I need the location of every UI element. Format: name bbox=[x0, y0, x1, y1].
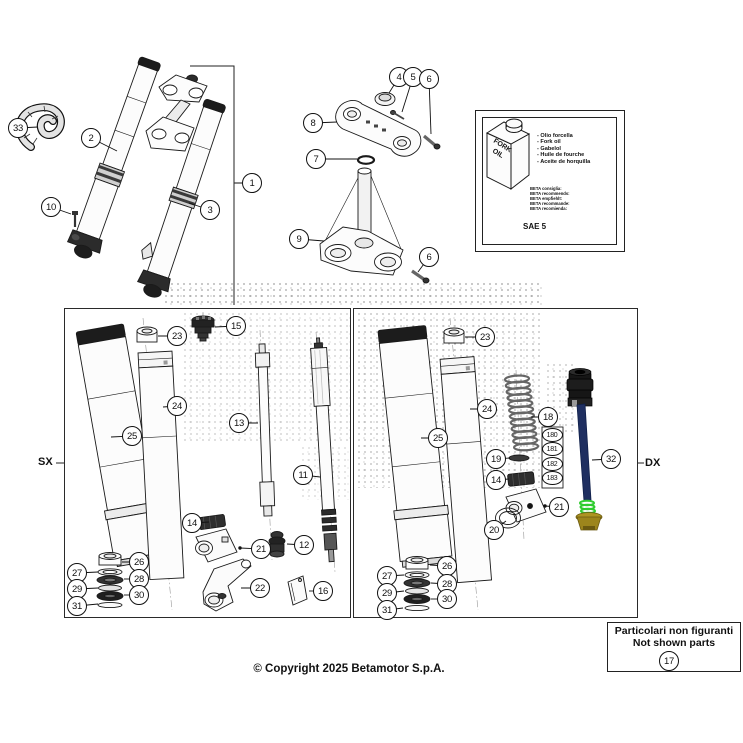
left-side-label: SX bbox=[38, 456, 53, 468]
callout-25[interactable]: 25 bbox=[122, 426, 142, 446]
callout-14[interactable]: 14 bbox=[486, 470, 506, 490]
oil-spec-box-inner bbox=[482, 117, 617, 245]
callout-23[interactable]: 23 bbox=[475, 327, 495, 347]
callout-24[interactable]: 24 bbox=[477, 399, 497, 419]
callout-10[interactable]: 10 bbox=[41, 197, 61, 217]
right-leg-box bbox=[353, 308, 638, 618]
callout-16[interactable]: 16 bbox=[313, 581, 333, 601]
callout-7[interactable]: 7 bbox=[306, 149, 326, 169]
callout-31[interactable]: 31 bbox=[377, 600, 397, 620]
oil-name: - Aceite de horquilla bbox=[537, 158, 591, 165]
callout-12[interactable]: 12 bbox=[294, 535, 314, 555]
beta-recommendation: BETA recomienda: bbox=[530, 205, 567, 211]
beta-recommendation: BETA consiglia: bbox=[530, 186, 562, 191]
callout-13[interactable]: 13 bbox=[229, 413, 249, 433]
callout-19[interactable]: 19 bbox=[486, 449, 506, 469]
callout-9[interactable]: 9 bbox=[289, 229, 309, 249]
callout-30[interactable]: 30 bbox=[129, 585, 149, 605]
callout-15[interactable]: 15 bbox=[226, 316, 246, 336]
callout-180[interactable]: 180 bbox=[541, 428, 563, 442]
callout-18[interactable]: 18 bbox=[538, 407, 558, 427]
callout-30[interactable]: 30 bbox=[437, 589, 457, 609]
callout-1[interactable]: 1 bbox=[242, 173, 262, 193]
not-shown-parts-box: Particolari non figuranti Not shown part… bbox=[607, 622, 741, 672]
callout-31[interactable]: 31 bbox=[67, 596, 87, 616]
callout-22[interactable]: 22 bbox=[250, 578, 270, 598]
oil-name: - Olio forcella bbox=[537, 133, 573, 139]
oil-name: - Huile de fourche bbox=[537, 152, 585, 159]
beta-recommendation-list: BETA consiglia: BETA recommends: BETA em… bbox=[530, 186, 570, 212]
callout-25[interactable]: 25 bbox=[428, 428, 448, 448]
callout-183[interactable]: 183 bbox=[541, 471, 563, 485]
not-shown-line-it: Particolari non figuranti bbox=[614, 625, 734, 637]
callout-20[interactable]: 20 bbox=[484, 520, 504, 540]
oil-name-list: - Olio forcella - Fork oil - Gabelol - H… bbox=[537, 133, 590, 165]
beta-recommendation: BETA empfiehlt: bbox=[530, 195, 563, 201]
oil-name: - Gabelol bbox=[537, 145, 561, 152]
callout-182[interactable]: 182 bbox=[541, 457, 563, 471]
right-side-label: DX bbox=[645, 457, 661, 469]
callout-3[interactable]: 3 bbox=[200, 200, 220, 220]
left-leg-box bbox=[64, 308, 351, 618]
oil-name: - Fork oil bbox=[537, 139, 561, 146]
callout-6[interactable]: 6 bbox=[419, 247, 439, 267]
callout-8[interactable]: 8 bbox=[303, 113, 323, 133]
callout-17[interactable]: 17 bbox=[659, 651, 679, 671]
callout-33[interactable]: 33 bbox=[8, 118, 28, 138]
callout-2[interactable]: 2 bbox=[81, 128, 101, 148]
copyright-text: © Copyright 2025 Betamotor S.p.A. bbox=[253, 663, 445, 675]
beta-recommendation: BETA recommends: bbox=[530, 190, 570, 196]
not-shown-line-en: Not shown parts bbox=[632, 637, 716, 649]
callout-21[interactable]: 21 bbox=[251, 539, 271, 559]
callout-11[interactable]: 11 bbox=[293, 465, 313, 485]
callout-21[interactable]: 21 bbox=[549, 497, 569, 517]
oil-spec-box bbox=[475, 110, 625, 252]
callout-181[interactable]: 181 bbox=[541, 442, 563, 456]
callout-32[interactable]: 32 bbox=[601, 449, 621, 469]
oil-grade: SAE 5 bbox=[523, 222, 547, 231]
callout-24[interactable]: 24 bbox=[167, 396, 187, 416]
callout-23[interactable]: 23 bbox=[167, 326, 187, 346]
beta-recommendation: BETA recommande: bbox=[530, 200, 570, 206]
callout-14[interactable]: 14 bbox=[182, 513, 202, 533]
callout-26[interactable]: 26 bbox=[437, 556, 457, 576]
callout-6[interactable]: 6 bbox=[419, 69, 439, 89]
